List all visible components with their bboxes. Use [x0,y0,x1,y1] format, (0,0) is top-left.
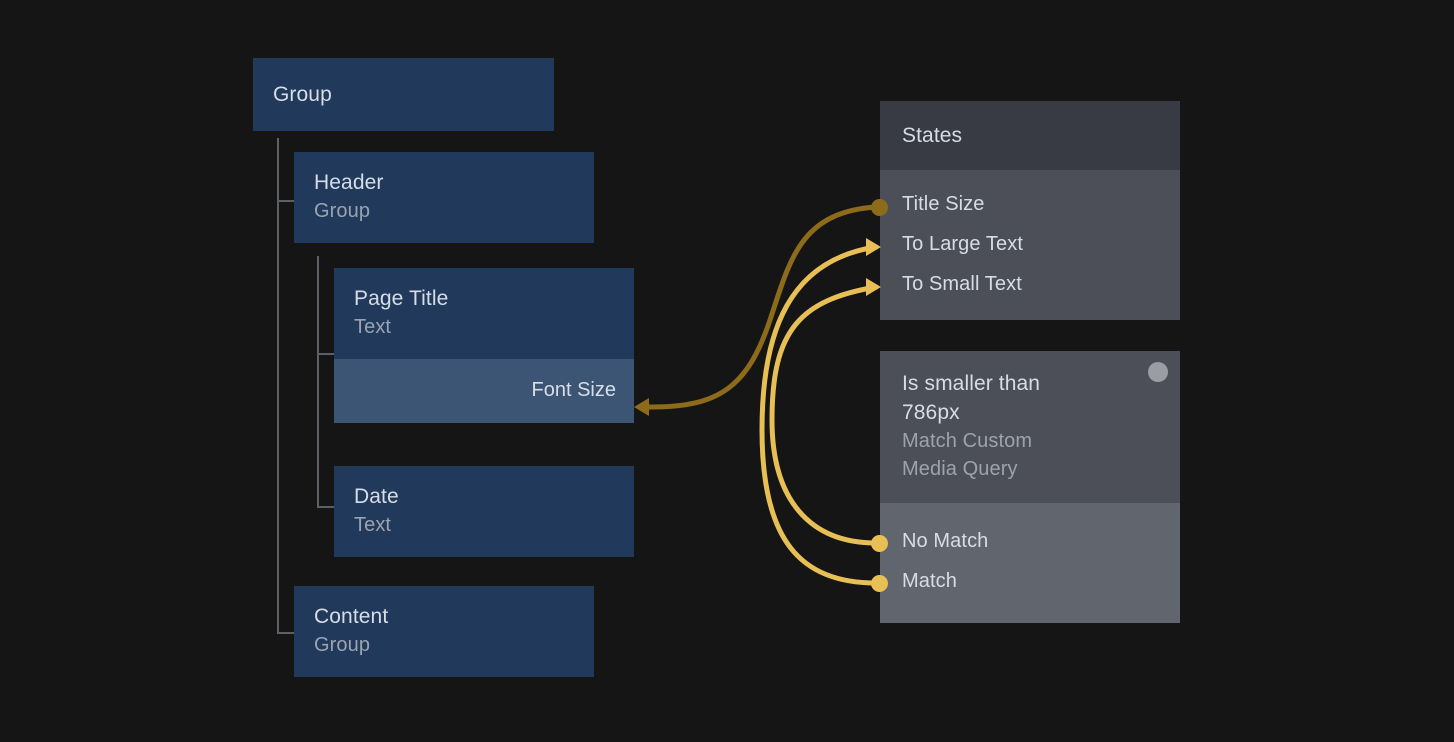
tree-node-content-head: Content Group [294,586,594,677]
tree-node-date-title: Date [354,485,399,508]
panel-media-query-subtitle: Match Custom Media Query [902,430,1033,480]
panel-states-row-to-large-text[interactable]: To Large Text [902,233,1024,255]
wire-title-size-to-font-size [645,204,879,410]
tree-line-header-vertical [317,256,319,508]
wire-no-match-to-small-text [769,284,879,546]
tree-node-content[interactable]: Content Group [294,586,594,677]
tree-node-content-subtitle: Group [314,634,371,656]
tree-node-header-head: Header Group [294,152,594,243]
tree-node-group-root-title: Group [273,83,332,106]
panel-states-body: Title Size To Large Text To Small Text [880,170,1180,320]
tree-node-page-title-title: Page Title [354,287,449,310]
tree-line-root-vertical [277,138,279,634]
tree-node-page-title-head: Page Title Text [334,268,634,359]
tree-node-group-root[interactable]: Group [253,58,554,131]
tree-node-header[interactable]: Header Group [294,152,594,243]
port-arrow-font-size[interactable] [634,398,649,416]
panel-media-query-header: Is smaller than 786px Match Custom Media… [880,351,1180,503]
status-indicator-icon[interactable] [1148,362,1168,382]
panel-states-header: States [880,101,1180,170]
panel-states-row-title-size[interactable]: Title Size [902,193,985,215]
panel-media-query-row-no-match[interactable]: No Match [902,530,989,552]
tree-node-page-title[interactable]: Page Title Text Font Size [334,268,634,423]
tree-node-date-head: Date Text [334,466,634,557]
tree-node-header-subtitle: Group [314,200,371,222]
tree-line-to-page-title [317,353,335,355]
port-dot-title-size[interactable] [871,199,888,216]
wire-match-to-large-text [759,244,879,586]
tree-node-group-root-head: Group [253,58,554,131]
port-arrow-to-small-text[interactable] [866,278,881,296]
tree-node-page-title-property-font-size[interactable]: Font Size [334,359,634,423]
tree-node-header-title: Header [314,171,384,194]
panel-media-query[interactable]: Is smaller than 786px Match Custom Media… [880,351,1180,623]
panel-media-query-title: Is smaller than 786px [902,372,1041,424]
panel-media-query-body: No Match Match [880,503,1180,623]
panel-states-title: States [902,124,963,147]
tree-node-content-title: Content [314,605,389,628]
panel-states[interactable]: States Title Size To Large Text To Small… [880,101,1180,320]
tree-line-to-date [317,506,335,508]
port-dot-match[interactable] [871,575,888,592]
tree-node-page-title-subtitle: Text [354,316,392,338]
port-dot-no-match[interactable] [871,535,888,552]
panel-media-query-row-match[interactable]: Match [902,570,957,592]
panel-states-row-to-small-text[interactable]: To Small Text [902,273,1022,295]
port-arrow-to-large-text[interactable] [866,238,881,256]
tree-node-date-subtitle: Text [354,514,392,536]
tree-node-date[interactable]: Date Text [334,466,634,557]
tree-line-to-header [277,200,295,202]
tree-line-to-content [277,632,295,634]
